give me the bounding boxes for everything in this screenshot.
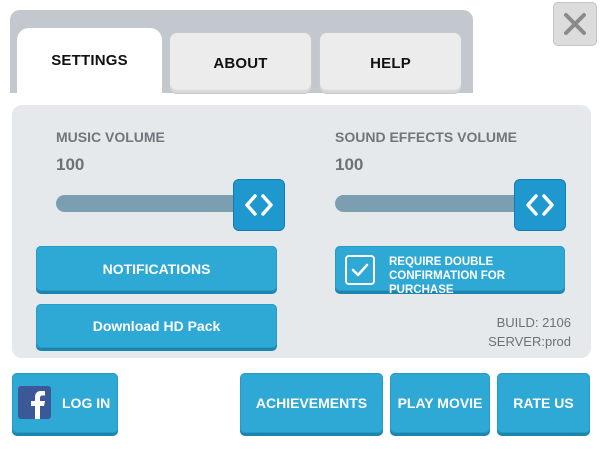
play-movie-button[interactable]: PLAY MOVIE	[390, 373, 490, 433]
music-volume-value: 100	[56, 155, 85, 174]
double-confirmation-line1: REQUIRE DOUBLE	[389, 256, 494, 268]
tab-settings[interactable]: SETTINGS	[17, 28, 162, 93]
facebook-icon	[18, 386, 51, 419]
notifications-button[interactable]: NOTIFICATIONS	[36, 246, 277, 291]
checkmark-icon	[351, 263, 369, 277]
settings-panel: MUSIC VOLUME 100 SOUND EFFECTS VOLUME 10…	[12, 105, 591, 358]
tab-help[interactable]: HELP	[319, 32, 462, 94]
double-confirmation-toggle[interactable]: REQUIRE DOUBLE CONFIRMATION FOR PURCHASE	[335, 246, 565, 296]
download-hd-pack-button[interactable]: Download HD Pack	[36, 304, 277, 348]
music-volume-slider-handle[interactable]	[233, 179, 285, 231]
sfx-volume-slider-handle[interactable]	[514, 179, 566, 231]
checkbox[interactable]	[345, 255, 375, 285]
rate-us-button[interactable]: RATE US	[497, 373, 590, 433]
chevrons-icon	[245, 194, 273, 216]
close-button[interactable]	[553, 2, 597, 46]
music-volume-label: MUSIC VOLUME	[56, 129, 165, 145]
music-volume-slider-track[interactable]	[56, 195, 271, 212]
achievements-button[interactable]: ACHIEVEMENTS	[240, 373, 383, 433]
login-button[interactable]: LOG IN	[12, 373, 118, 433]
tab-bar: SETTINGS ABOUT HELP	[10, 10, 473, 94]
tab-about[interactable]: ABOUT	[169, 32, 312, 94]
login-label: LOG IN	[62, 395, 111, 411]
double-confirmation-label: REQUIRE DOUBLE CONFIRMATION FOR PURCHASE	[389, 255, 565, 297]
chevrons-icon	[526, 194, 554, 216]
double-confirmation-line2: CONFIRMATION FOR PURCHASE	[389, 270, 506, 296]
sfx-volume-slider-track[interactable]	[335, 195, 550, 212]
server-name: SERVER:prod	[488, 334, 571, 349]
close-icon	[564, 13, 586, 35]
sfx-volume-value: 100	[335, 155, 364, 174]
build-number: BUILD: 2106	[496, 315, 571, 330]
sfx-volume-label: SOUND EFFECTS VOLUME	[335, 129, 518, 145]
